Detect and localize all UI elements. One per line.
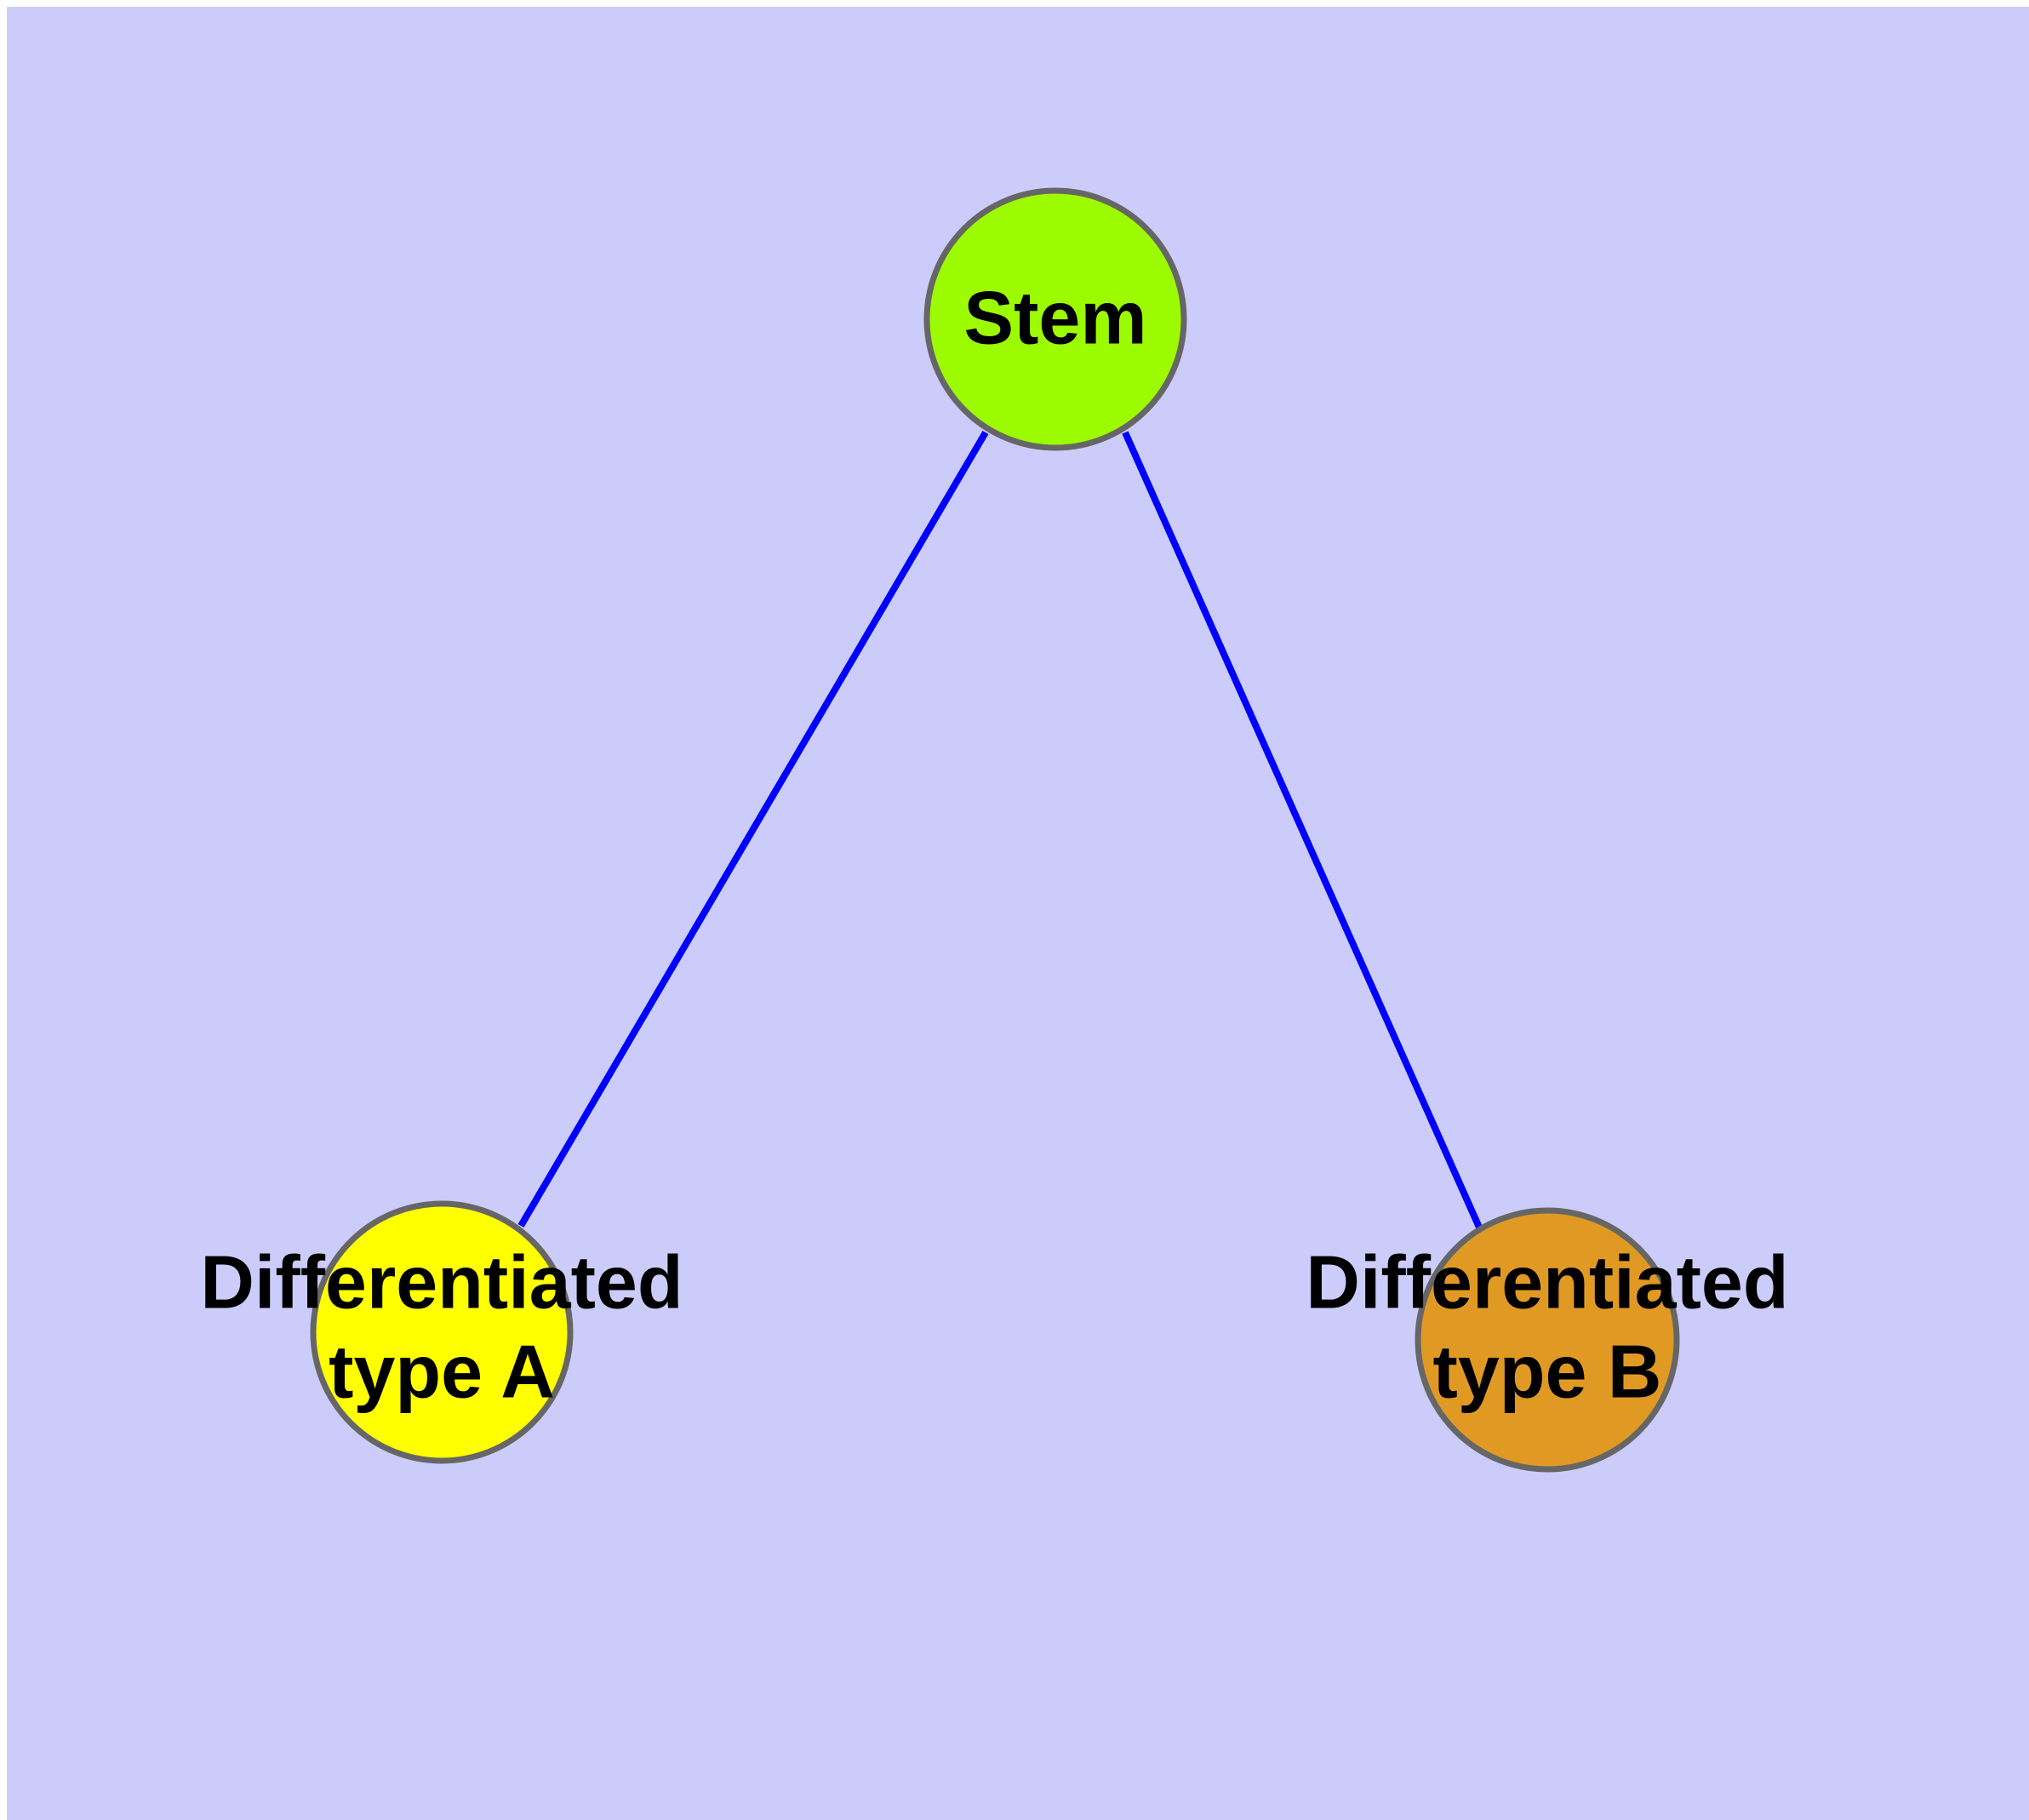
- label-group: Stem Differentiated type A Differentiate…: [200, 275, 1788, 1413]
- edge-stem-to-differentiated-type-a[interactable]: [517, 430, 989, 1228]
- node-label-differentiated-type-b-line1: Differentiated: [1306, 1239, 1788, 1324]
- node-differentiated-type-b[interactable]: [1415, 1207, 1680, 1473]
- node-differentiated-type-a[interactable]: [310, 1200, 574, 1464]
- node-label-differentiated-type-a-line2: type A: [329, 1329, 555, 1413]
- edge-group: [517, 430, 1483, 1231]
- node-group: [310, 187, 1680, 1473]
- node-stem[interactable]: [923, 187, 1187, 451]
- node-label-stem: Stem: [963, 275, 1146, 359]
- node-label-differentiated-type-b-line2: type B: [1433, 1329, 1662, 1413]
- node-label-differentiated-type-a-line1: Differentiated: [200, 1239, 683, 1324]
- edge-stem-to-differentiated-type-b[interactable]: [1122, 431, 1483, 1231]
